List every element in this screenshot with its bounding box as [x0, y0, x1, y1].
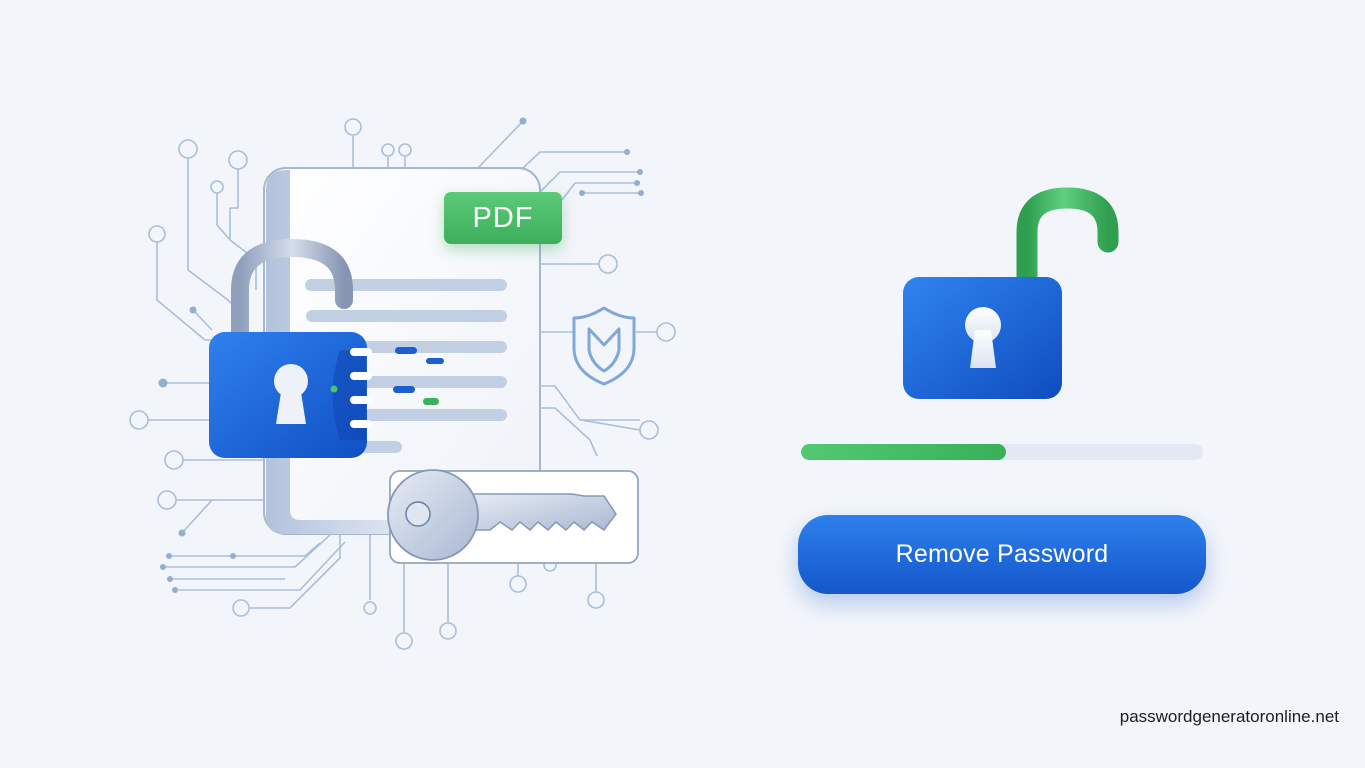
progress-fill: [801, 444, 1007, 460]
pdf-badge: PDF: [444, 192, 562, 244]
shield-icon: [572, 306, 636, 386]
remove-password-button[interactable]: Remove Password: [798, 515, 1206, 594]
padlock-open-icon: [209, 238, 372, 458]
progress-bar: [801, 444, 1203, 460]
circuit-lines: [129, 117, 676, 650]
unlocked-padlock-icon: [903, 187, 1119, 399]
site-watermark: passwordgeneratoronline.net: [1119, 707, 1339, 726]
pdf-unlock-illustration: PDF: [129, 117, 676, 650]
key-icon: [387, 469, 617, 561]
